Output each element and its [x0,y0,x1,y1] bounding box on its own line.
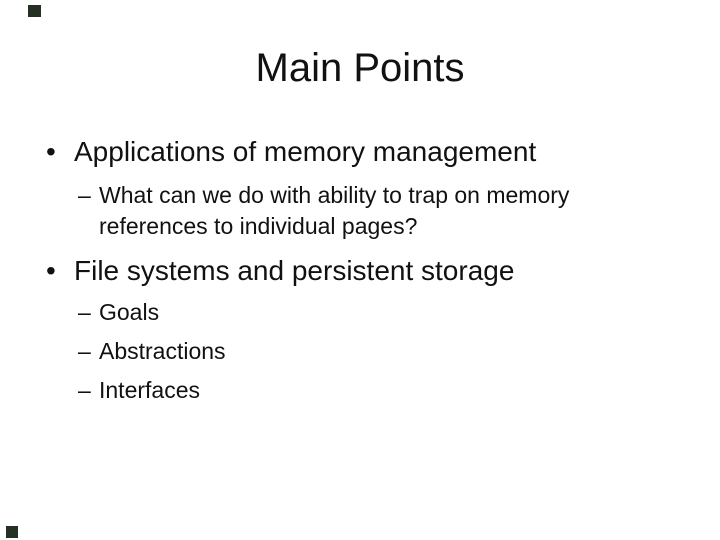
sub-bullet-item-trap-on-memory: – What can we do with ability to trap on… [78,180,569,242]
sub-bullet-item-abstractions: – Abstractions [78,336,226,367]
sub-bullet-item-goals: – Goals [78,297,159,328]
sub-bullet-line: references to individual pages? [99,213,418,239]
sub-bullet-text: Abstractions [99,336,226,367]
dash-bullet-icon: – [78,299,91,325]
bullet-text: Applications of memory management [74,136,537,167]
bullet-dot-icon: • [46,136,56,167]
sub-bullet-text: What can we do with ability to trap on m… [99,180,569,242]
dash-bullet-icon: – [78,377,91,403]
dash-bullet-icon: – [78,182,91,208]
sub-bullet-line: Interfaces [99,377,200,403]
corner-accent-square-bottom-left [6,526,18,538]
sub-bullet-line: What can we do with ability to trap on m… [99,182,570,208]
sub-bullet-text: Goals [99,297,159,328]
bullet-item-applications: • Applications of memory management [46,135,536,169]
bullet-item-file-systems: • File systems and persistent storage [46,254,514,288]
sub-bullet-line: Goals [99,299,160,325]
sub-bullet-item-interfaces: – Interfaces [78,375,200,406]
bullet-dot-icon: • [46,255,56,286]
corner-accent-square-top-left [28,5,41,17]
sub-bullet-text: Interfaces [99,375,200,406]
slide-title: Main Points [255,46,465,90]
dash-bullet-icon: – [78,338,91,364]
bullet-text: File systems and persistent storage [74,255,515,286]
sub-bullet-line: Abstractions [99,338,226,364]
